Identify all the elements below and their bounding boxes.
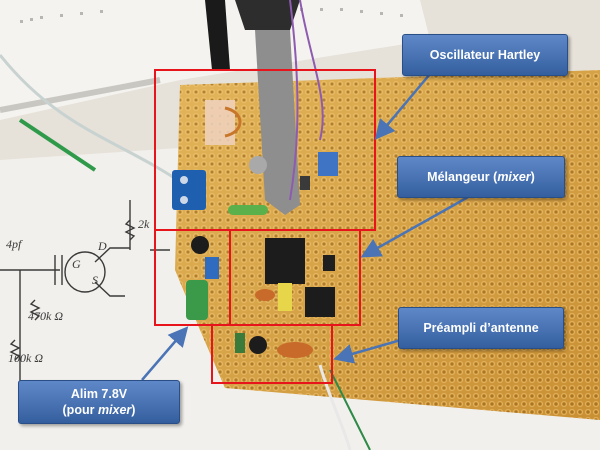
components: [172, 100, 338, 358]
callout-power-line1: Alim 7.8V: [70, 387, 128, 401]
callout-oscillator: Oscillateur Hartley: [402, 34, 568, 76]
highlight-frames: [154, 69, 376, 384]
callout-arrows: [141, 73, 471, 381]
arrow-mixer: [360, 194, 471, 258]
callout-preamp-text: Préampli d’antenne: [423, 321, 539, 335]
callout-power-line2-italic: mixer: [97, 403, 132, 417]
callout-mixer-text: Mélangeur (: [427, 170, 498, 184]
callout-preamp: Préampli d’antenne: [398, 307, 564, 349]
callout-power-line2-suffix: ): [131, 403, 136, 417]
callout-mixer-suffix: ): [530, 170, 535, 184]
schematic-label-r100k: 100k Ω: [8, 351, 43, 365]
frame-preamp: [211, 324, 333, 384]
callout-mixer-line: Mélangeur (mixer): [427, 169, 535, 185]
callout-power-line2: (pour mixer): [63, 402, 136, 418]
probes-and-wires: [0, 0, 371, 450]
schematic-label-drain: D: [97, 239, 107, 253]
callout-oscillator-text: Oscillateur Hartley: [429, 48, 541, 62]
callout-mixer-italic: mixer: [497, 170, 531, 184]
schematic-label-cap: 4pf: [6, 237, 23, 251]
arrow-oscillator: [374, 73, 431, 140]
arrow-preamp: [333, 336, 409, 364]
arrow-power: [141, 326, 189, 381]
schematic-drawing: [0, 200, 170, 390]
schematic-label-r470k: 470k Ω: [28, 309, 63, 323]
callout-power-line2-prefix: (pour: [62, 403, 98, 417]
schematic-label-2k: 2k: [138, 217, 150, 231]
callout-mixer: Mélangeur (mixer): [397, 156, 565, 198]
schematic-label-gate: G: [72, 257, 81, 271]
callout-power: Alim 7.8V (pour mixer): [18, 380, 180, 424]
schematic-label-source: S: [92, 273, 98, 287]
